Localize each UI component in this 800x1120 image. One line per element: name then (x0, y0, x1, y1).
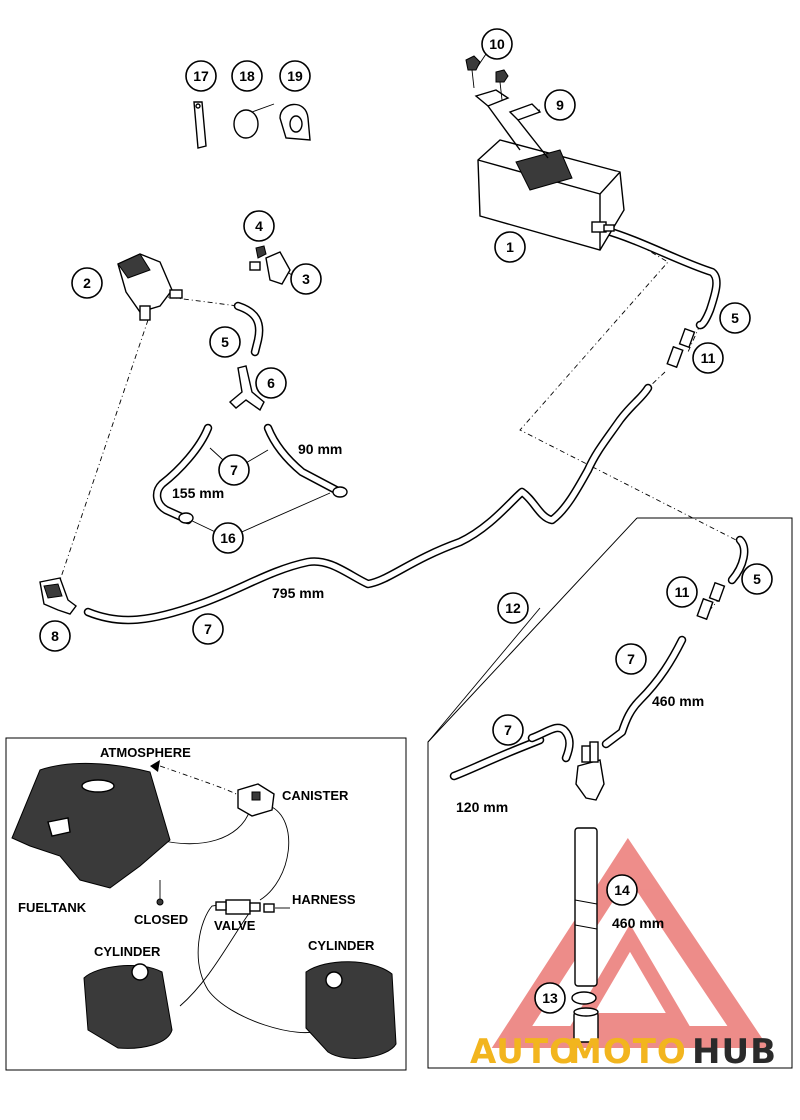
label-cylinder-left: CYLINDER (94, 944, 161, 959)
inset-cylinder-right (305, 961, 397, 1059)
label-harness: HARNESS (292, 892, 356, 907)
watermark-auto: AUTO (470, 1032, 579, 1072)
callout-7-short: 7 (218, 454, 250, 486)
bolt-10 (465, 55, 509, 101)
svg-text:7: 7 (204, 621, 212, 637)
bracket-9 (474, 89, 549, 159)
svg-text:13: 13 (542, 990, 558, 1006)
callout-1: 1 (494, 231, 526, 263)
svg-text:6: 6 (267, 375, 275, 391)
inset-valve (215, 899, 275, 915)
svg-text:5: 5 (753, 571, 761, 587)
callout-7-long: 7 (192, 613, 224, 645)
svg-text:8: 8 (51, 628, 59, 644)
dimension-90mm: 90 mm (298, 441, 342, 457)
svg-text:2: 2 (83, 275, 91, 291)
dimension-155mm: 155 mm (172, 485, 224, 501)
dimension-120mm: 120 mm (456, 799, 508, 815)
dimension-460mm-upper: 460 mm (652, 693, 704, 709)
svg-text:18: 18 (239, 68, 255, 84)
canister (477, 139, 625, 251)
inset-canister (237, 783, 275, 817)
svg-text:11: 11 (675, 584, 690, 600)
label-closed: CLOSED (134, 912, 188, 927)
callout-11-kit: 11 (666, 576, 698, 608)
schematic-lines (159, 765, 321, 1034)
callout-19: 19 (279, 60, 311, 92)
callout-5-kit: 5 (741, 563, 773, 595)
svg-text:10: 10 (489, 36, 505, 52)
callout-5-left: 5 (209, 326, 241, 358)
watermark-moto: MOTO (568, 1032, 687, 1072)
callout-3: 3 (290, 263, 322, 295)
elbow-8 (39, 577, 77, 615)
svg-text:5: 5 (221, 334, 229, 350)
dimension-795mm: 795 mm (272, 585, 324, 601)
callout-16: 16 (212, 522, 244, 554)
label-fueltank: FUELTANK (18, 900, 87, 915)
inset-fueltank (11, 762, 171, 889)
kit-12-frame (427, 517, 793, 1069)
svg-text:7: 7 (504, 722, 512, 738)
callout-7-kit-lower: 7 (492, 714, 524, 746)
svg-text:19: 19 (287, 68, 303, 84)
atmosphere-arrow-icon (150, 760, 160, 772)
dimension-460mm-lower: 460 mm (612, 915, 664, 931)
svg-text:9: 9 (556, 97, 564, 113)
watermark-triangle (491, 838, 769, 1048)
svg-text:1: 1 (506, 239, 514, 255)
inset-cylinder-left (83, 963, 173, 1049)
callout-4: 4 (243, 210, 275, 242)
bracket-3 (249, 245, 291, 285)
label-atmosphere: ATMOSPHERE (100, 745, 191, 760)
callout-17: 17 (185, 60, 217, 92)
clip-19 (279, 103, 311, 141)
closed-plug (156, 898, 164, 906)
system-schematic-frame (5, 737, 407, 1071)
connector-11 (666, 327, 726, 621)
hose-clamps-16 (178, 486, 348, 524)
svg-text:3: 3 (302, 271, 310, 287)
strap-18 (233, 103, 275, 139)
callout-6: 6 (255, 367, 287, 399)
hoses (83, 225, 749, 781)
label-cylinder-right: CYLINDER (308, 938, 375, 953)
callout-13: 13 (534, 982, 566, 1014)
svg-text:4: 4 (255, 218, 263, 234)
cable-tie-17 (193, 101, 207, 149)
svg-text:7: 7 (627, 651, 635, 667)
callout-7-kit-upper: 7 (615, 643, 647, 675)
svg-text:17: 17 (193, 68, 209, 84)
callout-14: 14 (606, 874, 638, 906)
t-piece-6 (228, 365, 265, 412)
y-fitting (575, 741, 605, 801)
callout-9: 9 (544, 89, 576, 121)
svg-text:12: 12 (505, 600, 521, 616)
purge-valve (117, 253, 183, 321)
callout-2: 2 (71, 267, 103, 299)
callout-18: 18 (231, 60, 263, 92)
callout-12: 12 (497, 592, 529, 624)
svg-text:16: 16 (220, 530, 236, 546)
watermark-hub: HUB (692, 1032, 777, 1072)
label-valve: VALVE (214, 918, 256, 933)
callout-8: 8 (39, 620, 71, 652)
watermark-logo: AUTO MOTO HUB (470, 1032, 777, 1072)
svg-text:7: 7 (230, 462, 238, 478)
clamp-13 (571, 991, 599, 1043)
svg-text:14: 14 (614, 882, 630, 898)
svg-text:11: 11 (701, 350, 716, 366)
callout-5-top: 5 (719, 302, 751, 334)
svg-text:5: 5 (731, 310, 739, 326)
label-canister: CANISTER (282, 788, 349, 803)
hose-14 (574, 827, 598, 987)
callout-10: 10 (481, 28, 513, 60)
callout-11-top: 11 (692, 342, 724, 374)
